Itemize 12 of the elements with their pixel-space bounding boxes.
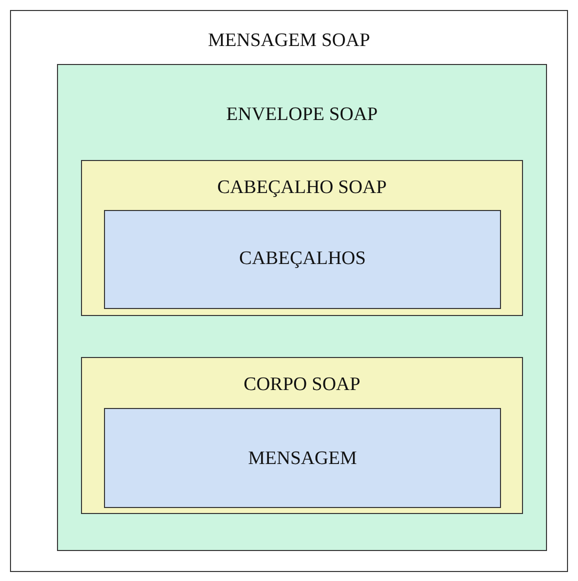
box-title: MENSAGEM SOAP [208,30,370,52]
box-title: CABEÇALHOS [239,248,366,270]
box-title: MENSAGEM [248,448,357,470]
container-box [104,408,501,508]
container-box [81,357,523,514]
container-box [81,160,523,316]
box-title: ENVELOPE SOAP [226,104,378,126]
container-box [104,210,501,309]
container-box [10,10,568,572]
container-box [57,64,547,551]
box-title: CABEÇALHO SOAP [217,177,387,199]
box-title: CORPO SOAP [244,374,360,396]
